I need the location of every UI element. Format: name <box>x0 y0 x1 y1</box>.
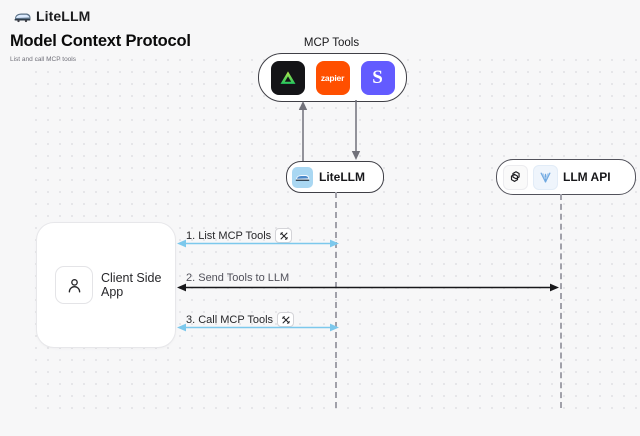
llm-api-lifeline <box>560 194 562 408</box>
openai-glyph <box>510 171 520 182</box>
flow-1-label: 1. List MCP Tools <box>186 228 293 243</box>
llm-api-node[interactable]: LLM API <box>496 159 636 195</box>
zapier-icon[interactable]: zapier <box>315 60 350 95</box>
litellm-node-label: LiteLLM <box>319 170 365 184</box>
arrow-down-mcp-to-litellm <box>351 100 361 160</box>
flow-3-label: 3. Call MCP Tools <box>186 312 295 327</box>
flow-1-text: 1. List MCP Tools <box>186 229 272 242</box>
mcp-tools-box[interactable]: zapier S <box>258 53 407 102</box>
user-icon-tile <box>55 266 93 304</box>
page-subtitle: List and call MCP tools <box>10 56 76 63</box>
stripe-icon[interactable]: S <box>360 60 395 95</box>
arrow-up-litellm-to-mcp <box>298 101 308 161</box>
client-side-app-node[interactable]: Client Side App <box>36 222 176 348</box>
blue-model-glyph <box>540 172 551 182</box>
litellm-lifeline <box>335 192 337 408</box>
green-triangle-tool-icon[interactable] <box>270 60 305 95</box>
litellm-node[interactable]: LiteLLM <box>286 161 384 193</box>
tools-icon <box>275 228 293 243</box>
user-icon <box>68 278 80 293</box>
page-title: Model Context Protocol <box>10 32 191 50</box>
brand-header: LiteLLM <box>14 8 90 24</box>
flow-3-arrow <box>177 323 339 332</box>
stripe-letter: S <box>372 66 383 88</box>
llm-api-node-label: LLM API <box>563 170 611 184</box>
flow-2-text: 2. Send Tools to LLM <box>186 272 290 284</box>
tools-icon <box>277 312 295 327</box>
mcp-tools-label: MCP Tools <box>303 37 360 49</box>
litellm-train-icon <box>14 13 31 22</box>
zapier-wordmark: zapier <box>320 72 345 83</box>
triangle-glyph <box>280 70 295 84</box>
litellm-logo-tile <box>292 166 313 188</box>
flow-2-arrow <box>177 283 559 292</box>
flow-1-arrow <box>177 239 339 248</box>
flow-2-label: 2. Send Tools to LLM <box>186 272 289 284</box>
flow-3-text: 3. Call MCP Tools <box>186 313 274 326</box>
litellm-train-icon-small <box>295 174 310 181</box>
brand-name: LiteLLM <box>36 8 91 24</box>
client-node-label: Client Side App <box>101 271 162 299</box>
llm-provider-icon <box>533 164 558 190</box>
openai-icon <box>503 164 528 190</box>
